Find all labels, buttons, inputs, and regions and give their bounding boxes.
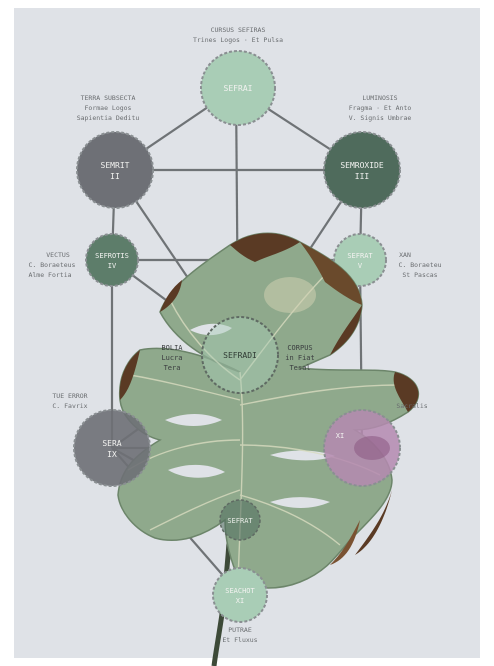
node-upper-right: SEMROXIDE III — [324, 132, 400, 208]
node-lower-left-label: SERA — [102, 439, 121, 448]
lower-left-heading: TUE ERROR — [52, 392, 87, 400]
mid-right-subheading-1: C. Boraeteu — [398, 261, 441, 269]
mid-left-heading: VECTUS — [46, 251, 70, 259]
left-heading: TERRA SUBSECTA — [81, 94, 136, 102]
node-lower-left: SERA IX — [74, 410, 150, 486]
node-upper-right-label: SEMROXIDE — [340, 161, 384, 170]
top-subheading: Trines Logos · Et Pulsa — [193, 36, 283, 44]
right-subheading-1: Fragma · Et Anto — [349, 104, 412, 112]
mid-right-heading: XAN — [399, 251, 411, 259]
mid-left-subheading-1: C. Boraeteus — [29, 261, 76, 269]
leaf-pale-patch — [264, 277, 316, 313]
right-heading: LUMINOSIS — [362, 94, 397, 102]
left-subheading-1: Formae Logos — [85, 104, 132, 112]
node-center: SEFRADI — [202, 317, 278, 393]
lower-right-subheading: Sacralis — [396, 402, 427, 410]
node-lower-right: XI — [324, 410, 400, 486]
node-mid-left: SEFROTIS IV — [86, 234, 138, 286]
left-subheading-2: Sapientia Deditu — [77, 114, 140, 122]
left-side-text-2: Lucra — [161, 354, 182, 362]
node-lower-center: SEFRAT — [220, 500, 260, 540]
node-mid-left-numeral: IV — [108, 262, 117, 270]
top-heading: CURSUS SEFIRAS — [211, 26, 266, 34]
node-lower-left-numeral: IX — [107, 450, 117, 459]
node-upper-left: SEMRIT II — [77, 132, 153, 208]
right-side-text-1: CORPUS — [287, 344, 312, 352]
node-center-label: SEFRADI — [223, 351, 257, 360]
right-subheading-2: V. Signis Umbrae — [349, 114, 412, 122]
node-bottom-numeral: XI — [236, 597, 244, 605]
mid-right-subheading-2: St Pascas — [402, 271, 437, 279]
node-lower-right-numeral: XI — [336, 432, 344, 440]
node-lower-center-label: SEFRAT — [227, 517, 253, 525]
node-upper-right-numeral: III — [355, 172, 370, 181]
node-bottom: SEACHOT XI — [213, 568, 267, 622]
left-side-text-3: Tera — [164, 364, 181, 372]
node-mid-left-label: SEFROTIS — [95, 252, 129, 260]
node-bottom-label: SEACHOT — [225, 587, 255, 595]
mid-left-subheading-2: Alme Fortia — [28, 271, 71, 279]
node-top-label: SEFRAI — [224, 84, 253, 93]
lower-left-subheading: C. Favrix — [52, 402, 87, 410]
right-side-text-2: in Fiat — [285, 354, 315, 362]
node-upper-left-numeral: II — [110, 172, 120, 181]
left-side-text-1: BOLIA — [161, 344, 183, 352]
node-top: SEFRAI — [201, 51, 275, 125]
bottom-subheading-1: PUTRAE — [228, 626, 252, 634]
node-upper-left-label: SEMRIT — [101, 161, 130, 170]
bottom-subheading-2: Et Fluxus — [222, 636, 257, 644]
node-mid-right-label: SEFRAT — [347, 252, 373, 260]
right-side-text-3: Tesal — [289, 364, 310, 372]
